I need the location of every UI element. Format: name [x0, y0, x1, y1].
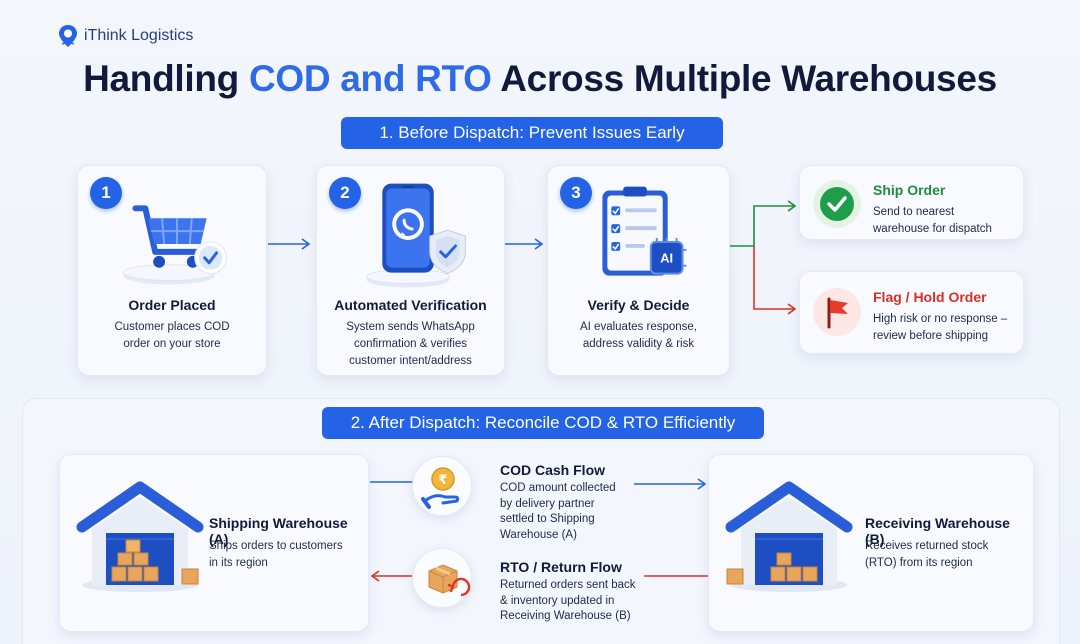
step-card-verify-decide: 3 AI Verify & Decide AI evaluates respon…	[547, 165, 730, 376]
step-title: Automated Verification	[334, 297, 487, 313]
arrow-right-icon	[268, 238, 311, 250]
warehouse-a-title: Shipping Warehouse (A)	[209, 515, 348, 547]
desc-line: Customer places COD	[114, 321, 230, 333]
flag-hold-title: Flag / Hold Order	[873, 289, 987, 305]
flag-hold-desc: High risk or no response – review before…	[873, 311, 1017, 344]
ship-order-desc: Send to nearest warehouse for dispatch	[873, 204, 1017, 237]
desc-line: Receives returned stock	[865, 540, 989, 552]
rto-flow-title: RTO / Return Flow	[500, 559, 622, 575]
connector-line	[644, 575, 708, 577]
desc-line: Warehouse (A)	[500, 528, 577, 541]
shipping-warehouse-card: Shipping Warehouse (A) Ships orders to c…	[59, 454, 369, 632]
red-flag-icon	[813, 288, 861, 336]
rto-flow-circle	[412, 548, 472, 608]
desc-line: Returned orders sent back	[500, 579, 636, 591]
desc-line: address validity & risk	[582, 338, 695, 350]
title-part2: Across Multiple Warehouses	[491, 58, 997, 99]
desc-line: settled to Shipping	[500, 513, 595, 525]
title-part1: Handling	[83, 58, 249, 99]
ai-chip-label: AI	[660, 251, 673, 266]
desc-line: order on your store	[123, 338, 221, 350]
desc-line: customer intent/address	[349, 355, 472, 367]
step-title: Verify & Decide	[587, 297, 690, 313]
title-highlight: COD and RTO	[248, 58, 492, 99]
arrow-right-icon	[634, 478, 707, 490]
step-number: 1	[90, 177, 122, 209]
desc-line: warehouse for dispatch	[873, 222, 992, 235]
warehouse-b-desc: Receives returned stock (RTO) from its r…	[865, 538, 988, 571]
desc-line: & inventory updated in	[500, 594, 615, 607]
cod-flow-circle: ₹	[412, 456, 472, 516]
section2-banner: 2. After Dispatch: Reconcile COD & RTO E…	[322, 407, 764, 439]
location-pin-icon	[59, 25, 77, 47]
warehouse-icon	[725, 481, 853, 592]
desc-line: by delivery partner	[500, 497, 595, 510]
desc-line: confirmation & verifies	[353, 338, 468, 350]
desc-line: Send to nearest	[873, 206, 955, 218]
checkmark-icon	[813, 180, 861, 228]
step-desc: System sends WhatsApp confirmation & ver…	[323, 319, 498, 370]
brand-name: iThink Logistics	[84, 27, 194, 44]
cod-flow-desc: COD amount collected by delivery partner…	[500, 481, 616, 543]
shopping-cart-icon	[123, 205, 227, 285]
return-box-icon	[428, 564, 471, 597]
brand: iThink Logistics	[58, 24, 193, 48]
warehouse-a-desc: Ships orders to customers in its region	[209, 538, 343, 571]
warehouse-b-title: Receiving Warehouse (B)	[865, 515, 1010, 547]
desc-line: COD amount collected	[500, 482, 616, 494]
flag-hold-card: Flag / Hold Order High risk or no respon…	[799, 271, 1024, 354]
step-card-order-placed: 1 Order Placed Customer places COD order…	[77, 165, 267, 376]
desc-line: System sends WhatsApp	[346, 321, 475, 333]
step-desc: Customer places COD order on your store	[84, 319, 260, 353]
step-number: 3	[560, 177, 592, 209]
rupee-coin-hand-icon: ₹	[421, 467, 460, 509]
rto-flow-desc: Returned orders sent back & inventory up…	[500, 578, 636, 625]
desc-line: Receiving Warehouse (B)	[500, 610, 631, 622]
page-title: Handling COD and RTO Across Multiple War…	[0, 58, 1080, 100]
section1-banner: 1. Before Dispatch: Prevent Issues Early	[341, 117, 723, 149]
desc-line: (RTO) from its region	[865, 556, 973, 569]
desc-line: in its region	[209, 556, 268, 569]
checklist-ai-icon: AI	[602, 186, 687, 276]
desc-line: AI evaluates response,	[580, 321, 697, 333]
desc-line: High risk or no response –	[873, 313, 1008, 325]
phone-whatsapp-icon	[365, 183, 466, 288]
cod-flow-title: COD Cash Flow	[500, 462, 606, 478]
step-card-automated-verification: 2 Automated Verification System sends Wh…	[316, 165, 505, 376]
ship-order-title: Ship Order	[873, 182, 946, 198]
receiving-warehouse-card: Receiving Warehouse (B) Receives returne…	[708, 454, 1034, 632]
connector-line	[370, 481, 414, 483]
arrow-left-icon	[370, 570, 415, 582]
desc-line: Ships orders to customers	[209, 540, 343, 552]
branch-arrows	[730, 200, 797, 315]
desc-line: review before shipping	[873, 329, 989, 342]
step-desc: AI evaluates response, address validity …	[554, 319, 723, 353]
ship-order-card: Ship Order Send to nearest warehouse for…	[799, 165, 1024, 240]
arrow-right-icon	[505, 238, 544, 250]
step-title: Order Placed	[128, 297, 216, 313]
step-number: 2	[329, 177, 361, 209]
rupee-symbol: ₹	[438, 473, 447, 488]
warehouse-icon	[76, 481, 204, 592]
